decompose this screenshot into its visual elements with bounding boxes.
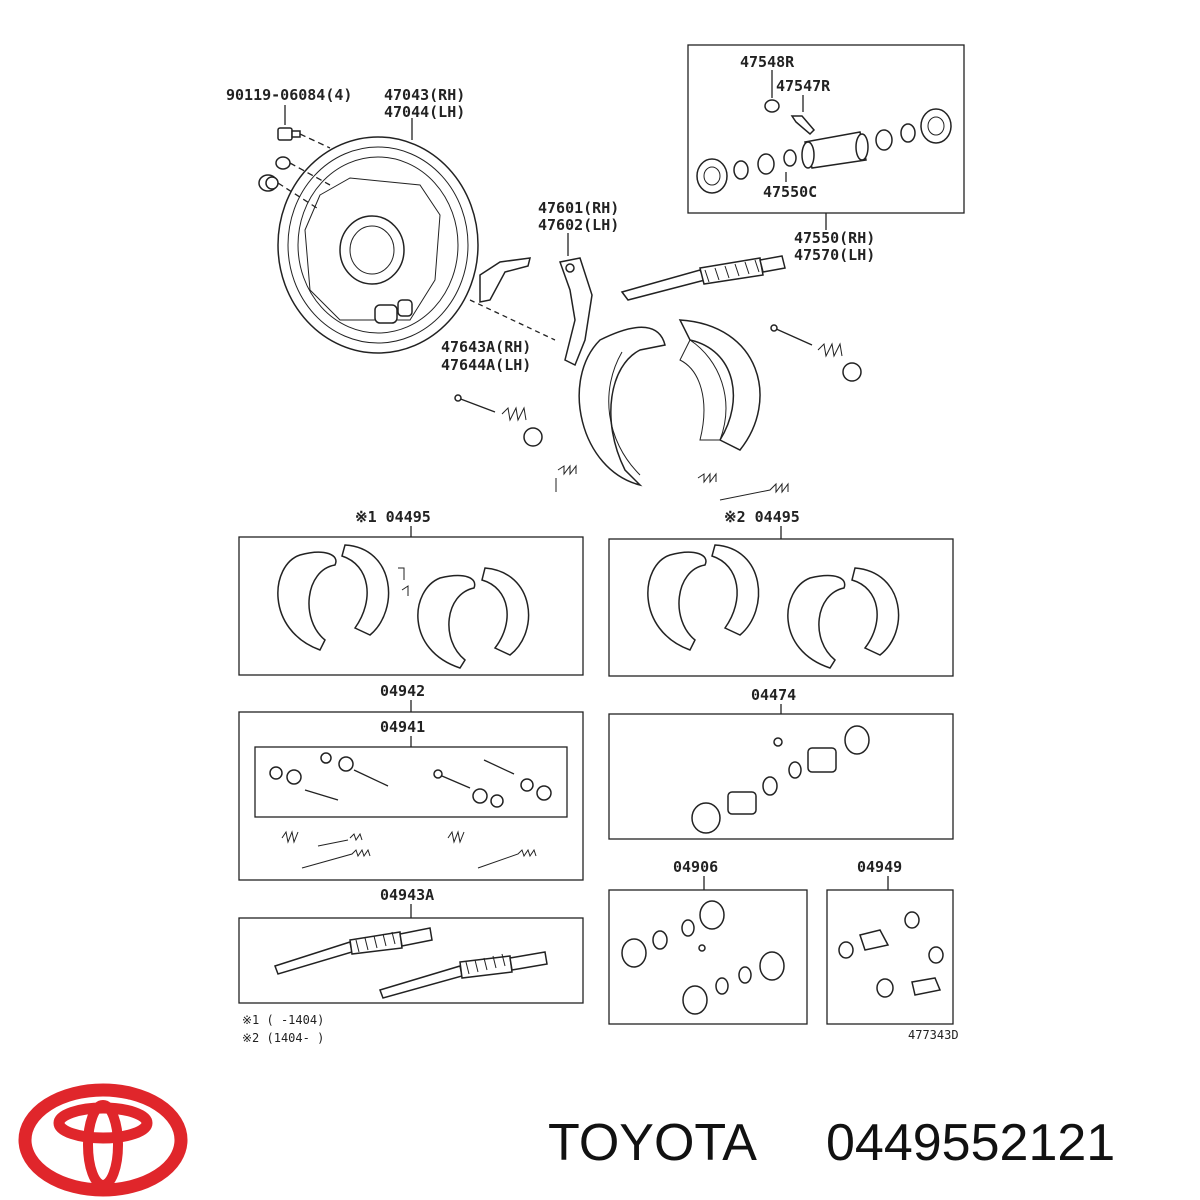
note-2: ※2 (1404- ) bbox=[242, 1031, 324, 1045]
kit2-box bbox=[608, 538, 954, 677]
box-04949 bbox=[826, 889, 954, 1025]
label-47043: 47043(RH) bbox=[384, 86, 465, 104]
box-04906 bbox=[608, 889, 808, 1025]
bolt-set bbox=[258, 127, 331, 211]
label-47548r: 47548R bbox=[740, 53, 795, 71]
toyota-logo bbox=[18, 1083, 188, 1197]
label-47044: 47044(LH) bbox=[384, 103, 465, 121]
box-04941 bbox=[254, 746, 568, 818]
hold-down-hardware-left bbox=[454, 394, 577, 492]
box-04943a bbox=[238, 917, 584, 1004]
parking-lever bbox=[479, 257, 593, 367]
label-kit2-04495: ※2 04495 bbox=[724, 508, 800, 526]
hold-down-hardware-right bbox=[697, 324, 862, 501]
label-kit1-04495: ※1 04495 bbox=[355, 508, 431, 526]
wheel-cylinder-parts bbox=[696, 99, 952, 194]
label-04943a: 04943A bbox=[380, 886, 434, 904]
label-04474: 04474 bbox=[751, 686, 796, 704]
note-1: ※1 ( -1404) bbox=[242, 1013, 324, 1027]
label-47644a: 47644A(LH) bbox=[441, 356, 531, 374]
label-47550: 47550(RH) bbox=[794, 229, 875, 247]
cylinder-kit-parts bbox=[691, 725, 870, 834]
part-number: 0449552121 bbox=[826, 1114, 1115, 1172]
hardware-kit-parts bbox=[269, 752, 552, 869]
label-04942: 04942 bbox=[380, 682, 425, 700]
boot-kit-parts bbox=[838, 911, 944, 998]
box-04474 bbox=[608, 713, 954, 840]
brake-shoe-assembly bbox=[578, 319, 761, 487]
adjuster-strut bbox=[620, 255, 786, 301]
label-47547r: 47547R bbox=[776, 77, 831, 95]
label-47643a: 47643A(RH) bbox=[441, 338, 531, 356]
drawing-number: 477343D bbox=[908, 1028, 959, 1042]
label-90119-06084: 90119-06084(4) bbox=[226, 86, 352, 104]
kit1-shoes bbox=[277, 544, 530, 669]
backing-plate bbox=[277, 136, 479, 354]
adjuster-kit-parts bbox=[274, 927, 548, 999]
cup-kit-parts bbox=[621, 900, 785, 1015]
kit1-box bbox=[238, 536, 584, 676]
label-04949: 04949 bbox=[857, 858, 902, 876]
label-04906: 04906 bbox=[673, 858, 718, 876]
label-47570: 47570(LH) bbox=[794, 246, 875, 264]
label-47602: 47602(LH) bbox=[538, 216, 619, 234]
label-04941: 04941 bbox=[380, 718, 425, 736]
label-47601: 47601(RH) bbox=[538, 199, 619, 217]
brand-name: TOYOTA bbox=[548, 1114, 757, 1172]
kit2-shoes bbox=[647, 544, 900, 669]
box-04942 bbox=[238, 711, 584, 881]
label-47550c: 47550C bbox=[763, 183, 817, 201]
